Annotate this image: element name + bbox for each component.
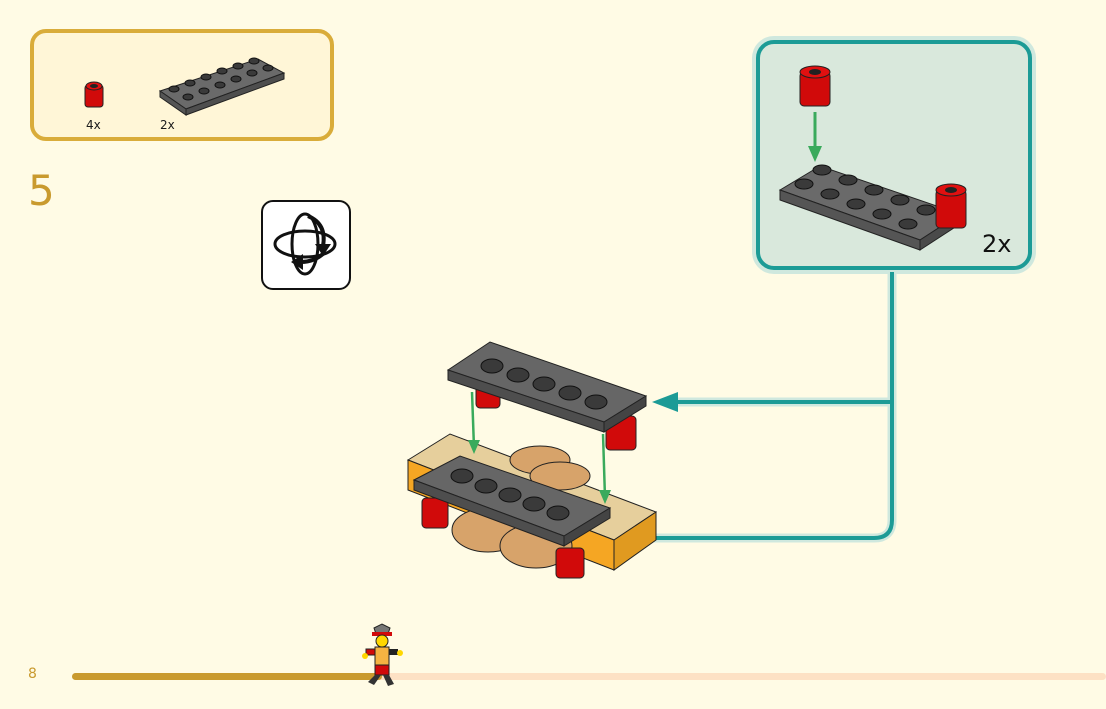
upper-arrow-head [652, 392, 678, 412]
submodel-callout: 2x [756, 40, 1032, 270]
progress-track [72, 673, 1106, 680]
lower-arrow-line [640, 272, 894, 540]
red-round-brick-image [84, 81, 104, 108]
progress-fill [72, 673, 382, 680]
page-number: 8 [28, 666, 37, 682]
part-quantity: 4x [86, 118, 101, 132]
part-quantity: 2x [160, 118, 175, 132]
parts-list-box: 4x 2x [30, 29, 334, 141]
submodel-illustration [778, 65, 967, 251]
rotate-model-icon [261, 200, 351, 290]
step-number: 5 [28, 166, 55, 215]
main-assembly-illustration [406, 341, 658, 579]
minifig-progress-marker-icon [362, 623, 403, 686]
submodel-quantity: 2x [982, 230, 1012, 258]
gray-plate-image [158, 57, 286, 116]
